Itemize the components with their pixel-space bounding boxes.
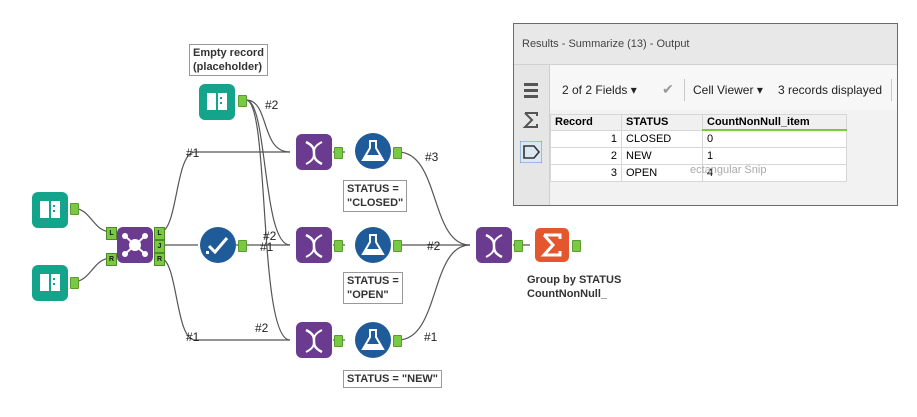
summarize-output-anchor[interactable]	[572, 240, 581, 252]
summarize-tool[interactable]	[534, 227, 570, 263]
dna-icon	[305, 140, 323, 166]
input-top-output-anchor[interactable]	[70, 203, 79, 215]
select-records-tool[interactable]	[200, 227, 236, 263]
wire-label: #1	[424, 330, 438, 344]
count-cell: 1	[702, 147, 847, 165]
status-cell: NEW	[621, 147, 703, 165]
filter-open-annotation: STATUS = "OPEN"	[343, 272, 403, 304]
filter-new-output-anchor[interactable]	[393, 335, 402, 347]
empty-record-input-tool[interactable]	[199, 84, 235, 120]
list-view-icon[interactable]	[520, 79, 542, 101]
column-header[interactable]: CountNonNull_item	[702, 114, 847, 131]
dna-icon	[485, 233, 503, 259]
wire-label: #1	[186, 146, 200, 160]
flask-icon	[361, 234, 385, 255]
results-title: Results - Summarize (13) - Output	[522, 38, 690, 50]
status-cell: CLOSED	[621, 129, 703, 148]
input-bottom-output-anchor[interactable]	[70, 277, 79, 289]
filter-tool-open[interactable]	[355, 227, 391, 263]
tag-icon[interactable]	[520, 141, 542, 163]
append-fields-tool-top[interactable]	[296, 134, 332, 170]
append-fields-tool-bottom[interactable]	[296, 322, 332, 358]
count-cell: 0	[702, 129, 847, 148]
append-fields-tool-middle[interactable]	[296, 227, 332, 263]
input-tool-top[interactable]	[32, 192, 68, 228]
fields-dropdown[interactable]: 2 of 2 Fields ▾	[562, 83, 637, 97]
filter-closed-annotation: STATUS = "CLOSED"	[343, 180, 408, 212]
join-nodes-icon	[122, 233, 148, 257]
join-right-input-port[interactable]: R	[106, 253, 117, 266]
table-row[interactable]: 2 NEW 1	[550, 147, 847, 165]
filter-tool-new[interactable]	[355, 322, 391, 358]
cell-viewer-dropdown[interactable]: Cell Viewer ▾	[693, 83, 763, 97]
snip-overlay-text: ectangular Snip	[690, 164, 767, 176]
results-table: Record STATUS CountNonNull_item 1 CLOSED…	[550, 114, 847, 182]
checkmark-icon	[206, 237, 229, 255]
record-cell: 3	[550, 164, 622, 182]
checkmark-icon[interactable]: ✔	[662, 81, 674, 97]
results-window: Results - Summarize (13) - Output 2 of 2…	[513, 23, 898, 206]
records-displayed: 3 records displayed	[778, 83, 883, 97]
table-row[interactable]: 1 CLOSED 0	[550, 129, 847, 148]
sigma-icon	[535, 228, 569, 262]
filter-new-annotation: STATUS = "NEW"	[343, 370, 442, 388]
dna-icon	[305, 233, 323, 259]
results-title-bar: Results - Summarize (13) - Output	[514, 24, 897, 65]
sigma-icon[interactable]	[520, 109, 542, 131]
chevron-down-icon: ▾	[756, 83, 763, 97]
join-R-output-port[interactable]: R	[154, 253, 165, 266]
wire-label: #2	[265, 98, 279, 112]
book-icon	[207, 93, 227, 110]
count-cell: 4	[702, 164, 847, 182]
column-header[interactable]: Record	[550, 114, 622, 131]
placeholder-annotation: Empty record (placeholder)	[189, 44, 268, 76]
empty-record-output-anchor[interactable]	[238, 95, 247, 107]
join-L-output-port[interactable]: L	[154, 227, 165, 240]
append-middle-output-anchor[interactable]	[334, 240, 343, 252]
union-output-anchor[interactable]	[514, 240, 523, 252]
chevron-down-icon: ▾	[630, 83, 637, 97]
table-header-row: Record STATUS CountNonNull_item	[550, 114, 847, 131]
dna-icon	[305, 328, 323, 354]
input-tool-bottom[interactable]	[32, 265, 68, 301]
append-top-output-anchor[interactable]	[334, 147, 343, 159]
wire-label: #3	[425, 150, 439, 164]
wire-label: #2	[427, 239, 441, 253]
check-output-anchor[interactable]	[238, 240, 247, 252]
record-cell: 2	[550, 147, 622, 165]
wire-label: #1	[186, 330, 200, 344]
toolbar-divider	[891, 79, 892, 101]
union-tool[interactable]	[476, 227, 512, 263]
append-bottom-output-anchor[interactable]	[334, 335, 343, 347]
summarize-annotation: Group by STATUS CountNonNull_	[527, 274, 622, 300]
filter-closed-output-anchor[interactable]	[393, 147, 402, 159]
join-J-output-port[interactable]: J	[154, 240, 165, 253]
results-toolbar: 2 of 2 Fields ▾ ✔ Cell Viewer ▾ 3 record…	[550, 65, 897, 110]
book-icon	[40, 201, 60, 218]
flask-icon	[361, 329, 385, 350]
results-side-toolbar	[514, 65, 550, 205]
table-row[interactable]: 3 OPEN 4	[550, 164, 847, 182]
filter-tool-closed[interactable]	[355, 133, 391, 169]
join-left-input-port[interactable]: L	[106, 227, 117, 240]
wire-label: #2	[255, 321, 269, 335]
flask-icon	[361, 140, 385, 161]
join-tool[interactable]	[117, 227, 153, 263]
record-cell: 1	[550, 129, 622, 148]
book-icon	[40, 274, 60, 291]
toolbar-divider	[684, 79, 685, 101]
status-cell: OPEN	[621, 164, 703, 182]
wire-label: #2	[263, 229, 277, 243]
column-header[interactable]: STATUS	[621, 114, 703, 131]
wire-label: #1	[260, 240, 274, 254]
filter-open-output-anchor[interactable]	[393, 240, 402, 252]
